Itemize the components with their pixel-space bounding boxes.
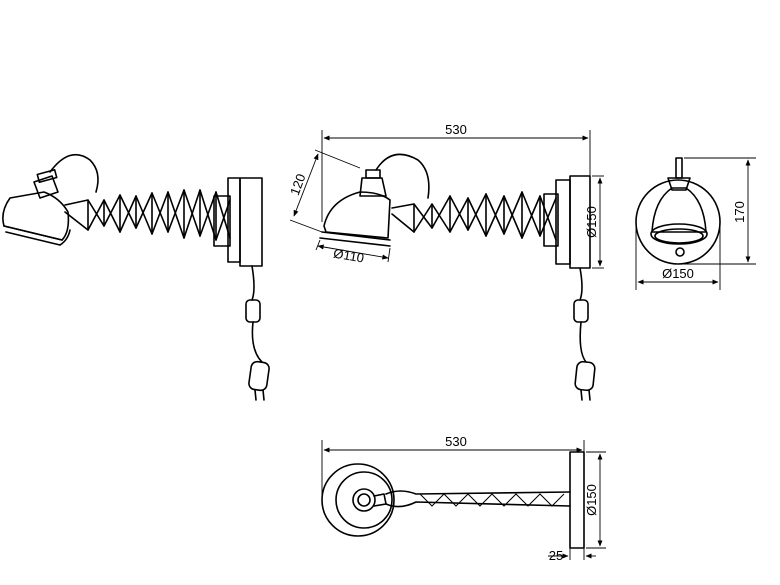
side-knob (675, 247, 685, 257)
dim-front-shade-diameter-label: Ø110 (332, 246, 365, 266)
dim-top-plate-diameter-label: Ø150 (584, 484, 599, 516)
dim-front-shade-diameter: Ø110 (315, 239, 391, 266)
dim-side-plate-diameter: Ø150 (635, 222, 721, 290)
side-wall-plate (635, 179, 721, 265)
left-wall-plate (213, 177, 263, 267)
front-lamp-view: 530 120 Ø110 Ø150 (287, 122, 604, 401)
dim-top-plate-diameter: Ø150 (584, 451, 606, 549)
side-lamp-view: 170 Ø150 (635, 157, 756, 290)
side-lamp-shade (650, 157, 708, 245)
top-shade-outer (321, 463, 395, 537)
dim-front-width-label: 530 (445, 122, 467, 137)
front-plug (574, 360, 596, 401)
top-scissor-arm (385, 490, 571, 508)
dim-front-plate-diameter: Ø150 (584, 175, 604, 269)
left-inline-switch (245, 299, 261, 323)
front-lamp-shade (319, 169, 391, 247)
dim-side-plate-diameter-label: Ø150 (662, 266, 694, 281)
dim-top-width-label: 530 (445, 434, 467, 449)
top-socket (352, 488, 387, 512)
dim-front-shade-height: 120 (287, 149, 361, 233)
dim-side-height-label: 170 (732, 201, 747, 223)
dim-front-width: 530 (321, 122, 591, 222)
left-plug (248, 360, 270, 401)
top-lamp-view: 530 Ø150 25 (321, 434, 606, 563)
top-wall-plate (569, 451, 585, 549)
dim-front-shade-height-label: 120 (287, 172, 309, 198)
dim-top-plate-depth: 25 (548, 548, 596, 563)
dim-top-plate-depth-label: 25 (549, 548, 563, 563)
left-lamp-view (2, 153, 270, 401)
front-cord (579, 267, 583, 301)
left-cable-arch (49, 153, 99, 193)
dim-front-plate-diameter-label: Ø150 (584, 206, 599, 238)
left-cord (251, 265, 255, 301)
front-cable-arch (375, 153, 430, 199)
dim-side-height: 170 (682, 157, 756, 265)
top-shade-inner (335, 471, 393, 529)
front-scissor-arm (391, 191, 557, 241)
front-inline-switch (573, 299, 589, 323)
dim-top-width: 530 (321, 434, 585, 498)
left-lamp-shade (2, 169, 71, 246)
left-scissor-arm (64, 189, 231, 241)
